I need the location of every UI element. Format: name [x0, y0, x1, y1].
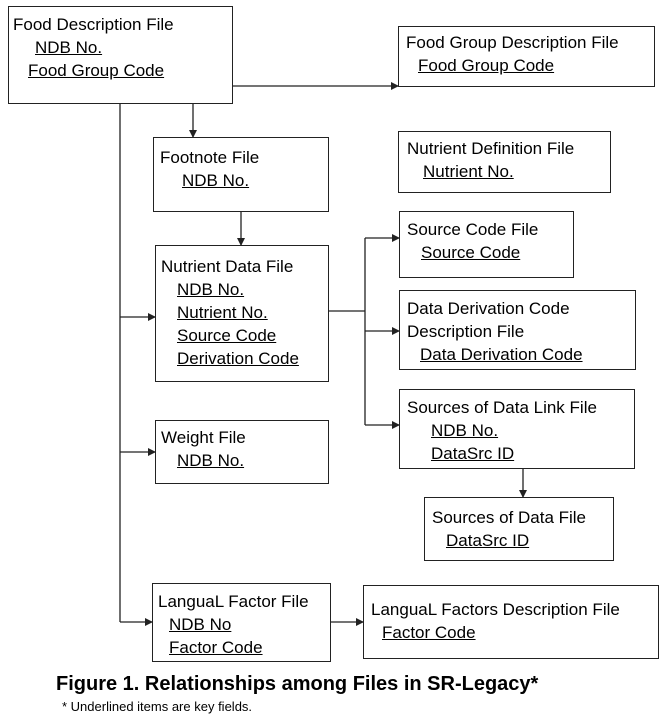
nutrient-def-key-nutrient-no: Nutrient No.: [423, 162, 514, 181]
weight-file-box: Weight File NDB No.: [155, 420, 329, 484]
weight-key-ndb-no: NDB No.: [177, 451, 245, 470]
data-deriv-key-data-derivation-code: Data Derivation Code: [420, 345, 583, 364]
food-description-file-title: Food Description File: [13, 15, 174, 34]
food-description-file-box: Food Description File NDB No. Food Group…: [8, 6, 233, 104]
data-derivation-file-title-line-1: Data Derivation Code: [407, 299, 570, 318]
food-desc-key-food-group-code: Food Group Code: [28, 61, 165, 80]
langual-factor-file-title: LanguaL Factor File: [158, 592, 309, 611]
langual-factor-file-box: LanguaL Factor File NDB No Factor Code: [152, 583, 331, 662]
source-code-file-box: Source Code File Source Code: [399, 211, 574, 278]
sources-of-data-file-box: Sources of Data File DataSrc ID: [424, 497, 614, 561]
sources-of-data-link-file-title: Sources of Data Link File: [407, 398, 597, 417]
food-group-key-food-group-code: Food Group Code: [418, 56, 555, 75]
nutrient-data-key-nutrient-no: Nutrient No.: [177, 303, 268, 322]
footnote-file-title: Footnote File: [160, 148, 260, 167]
sources-link-key-datasrc-id: DataSrc ID: [431, 444, 515, 463]
nutrient-definition-file-title: Nutrient Definition File: [407, 139, 575, 158]
source-code-key-source-code: Source Code: [421, 243, 521, 262]
data-derivation-file-title-line-2: Description File: [407, 322, 525, 341]
langual-factor-key-factor-code: Factor Code: [169, 638, 263, 657]
nutrient-data-key-ndb-no: NDB No.: [177, 280, 245, 299]
sources-link-key-ndb-no: NDB No.: [431, 421, 499, 440]
weight-file-title: Weight File: [161, 428, 246, 447]
sources-data-key-datasrc-id: DataSrc ID: [446, 531, 530, 550]
nutrient-definition-file-box: Nutrient Definition File Nutrient No.: [398, 131, 611, 193]
source-code-file-title: Source Code File: [407, 220, 539, 239]
figure-caption: Figure 1. Relationships among Files in S…: [56, 673, 539, 695]
langual-factors-description-file-title: LanguaL Factors Description File: [371, 600, 620, 619]
nutrient-data-key-derivation-code: Derivation Code: [177, 349, 299, 368]
nutrient-data-key-source-code: Source Code: [177, 326, 277, 345]
food-group-description-file-title: Food Group Description File: [406, 33, 619, 52]
nutrient-data-file-box: Nutrient Data File NDB No. Nutrient No. …: [155, 245, 329, 382]
footnote-file-box: Footnote File NDB No.: [153, 137, 329, 212]
sources-of-data-file-title: Sources of Data File: [432, 508, 587, 527]
food-group-description-file-box: Food Group Description File Food Group C…: [398, 26, 655, 87]
footnote-key-ndb-no: NDB No.: [182, 171, 250, 190]
langual-desc-key-factor-code: Factor Code: [382, 623, 476, 642]
langual-factors-description-file-box: LanguaL Factors Description File Factor …: [363, 585, 659, 659]
figure-footnote: * Underlined items are key fields.: [62, 699, 253, 714]
sources-of-data-link-file-box: Sources of Data Link File NDB No. DataSr…: [399, 389, 635, 469]
data-derivation-code-description-file-box: Data Derivation Code Description File Da…: [399, 290, 636, 370]
langual-factor-key-ndb-no: NDB No: [169, 615, 232, 634]
nutrient-data-file-title: Nutrient Data File: [161, 257, 294, 276]
food-desc-key-ndb-no: NDB No.: [35, 38, 103, 57]
